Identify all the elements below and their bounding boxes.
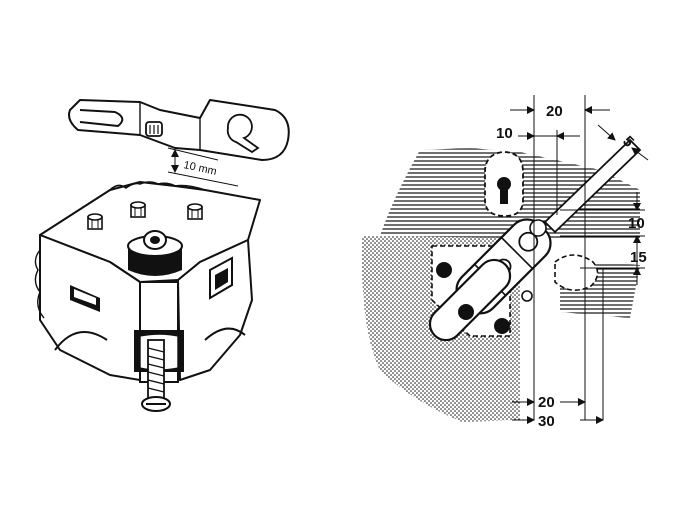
hole-1 — [436, 262, 452, 278]
wall-keyhole — [484, 151, 524, 217]
threaded-socket — [127, 230, 183, 276]
adjustment-screw — [141, 339, 171, 412]
dim-right-10: 10 — [628, 215, 645, 232]
left-base-arch — [54, 331, 108, 351]
hole-3 — [494, 318, 510, 334]
gap-dimension-label: 10 mm — [182, 159, 217, 178]
bracket-assembly-figure: 10 mm — [34, 99, 290, 412]
dim-right-15: 15 — [630, 249, 647, 266]
hole-4 — [521, 290, 533, 302]
installation-diagram-figure: 20 10 5 10 15 20 30 — [361, 95, 649, 430]
pin-2 — [130, 201, 146, 218]
dimension-lines — [510, 95, 649, 424]
dim-bottom-20: 20 — [538, 394, 555, 411]
right-base-arch — [204, 327, 246, 341]
mounting-strap — [68, 99, 290, 161]
rotated-bracket-arm — [428, 258, 512, 342]
strap-nut — [145, 121, 163, 137]
pin-1 — [87, 213, 103, 230]
top-pins — [87, 201, 203, 230]
mounting-rod — [529, 138, 642, 237]
dim-top-10: 10 — [496, 125, 513, 142]
mounting-holes — [436, 262, 533, 334]
dim-top-20: 20 — [546, 103, 563, 120]
ghost-keyhole — [554, 254, 599, 291]
left-side-window — [70, 285, 100, 312]
pin-3 — [187, 203, 203, 220]
keyhole-slot — [226, 113, 260, 154]
right-side-window — [209, 256, 233, 300]
hole-2 — [458, 304, 474, 320]
dim-bottom-30: 30 — [538, 413, 555, 430]
